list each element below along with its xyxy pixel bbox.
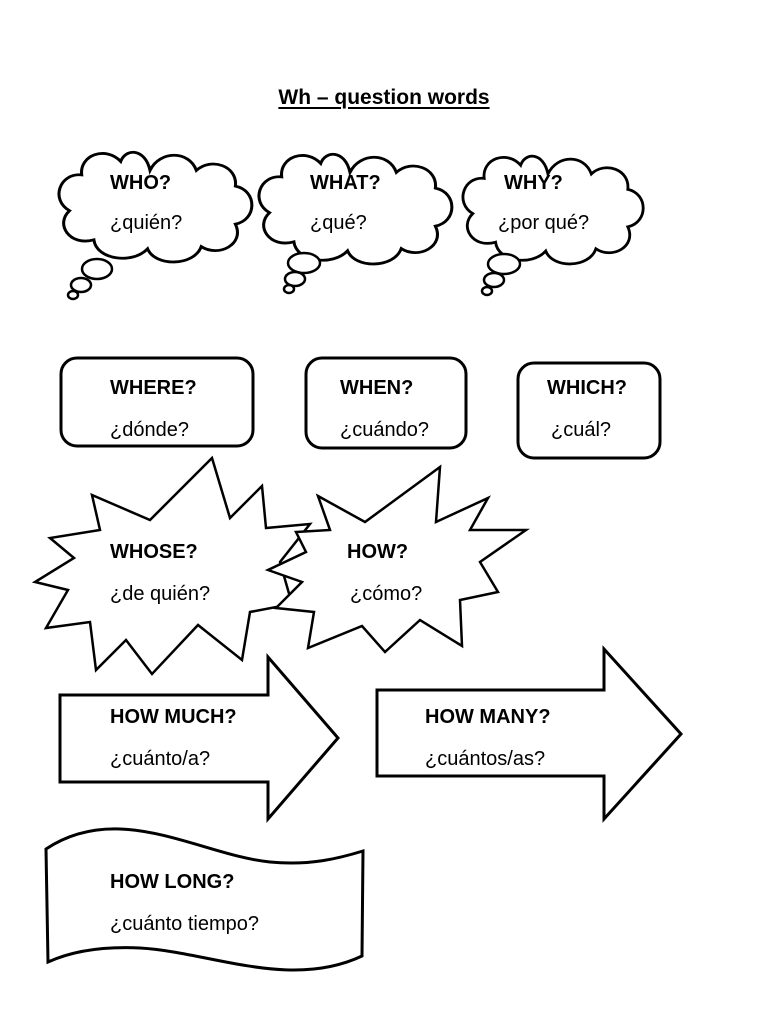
- card-why: WHY? ¿por qué?: [498, 171, 589, 235]
- spanish-word-what: ¿qué?: [310, 212, 367, 234]
- spanish-word-how: ¿cómo?: [350, 583, 423, 605]
- thought-cloud-what: [257, 152, 454, 295]
- page-title: Wh – question words: [278, 86, 490, 109]
- starburst-how: [264, 464, 530, 654]
- english-word-what: WHAT?: [310, 172, 381, 194]
- card-when: WHEN? ¿cuándo?: [340, 376, 429, 442]
- spanish-word-where: ¿dónde?: [110, 419, 189, 441]
- english-word-whose: WHOSE?: [110, 541, 198, 563]
- english-word-who: WHO?: [110, 172, 172, 194]
- box-when: [304, 356, 468, 450]
- spanish-word-how-long: ¿cuánto tiempo?: [110, 913, 259, 935]
- box-which: [516, 361, 662, 460]
- thought-cloud-who: [57, 150, 254, 301]
- spanish-word-which: ¿cuál?: [551, 419, 612, 441]
- english-word-when: WHEN?: [340, 377, 414, 399]
- english-word-where: WHERE?: [110, 377, 197, 399]
- english-word-how-many: HOW MANY?: [425, 706, 551, 728]
- arrow-how-many: [375, 645, 684, 823]
- english-word-how-long: HOW LONG?: [110, 871, 235, 893]
- card-which: WHICH? ¿cuál?: [547, 376, 627, 442]
- spanish-word-why: ¿por qué?: [498, 212, 590, 234]
- banner-how-long: [44, 827, 365, 972]
- spanish-word-whose: ¿de quién?: [110, 583, 211, 605]
- english-word-which: WHICH?: [547, 377, 627, 399]
- card-how-much: HOW MUCH? ¿cuánto/a?: [110, 705, 237, 771]
- card-where: WHERE? ¿dónde?: [110, 376, 197, 442]
- card-how: HOW? ¿cómo?: [347, 540, 422, 606]
- box-where: [59, 356, 255, 448]
- english-word-how: HOW?: [347, 541, 409, 563]
- thought-cloud-why: [461, 154, 645, 297]
- spanish-word-who: ¿quién?: [110, 212, 183, 234]
- card-how-many: HOW MANY? ¿cuántos/as?: [425, 705, 551, 771]
- spanish-word-when: ¿cuándo?: [340, 419, 429, 441]
- english-word-how-much: HOW MUCH?: [110, 706, 237, 728]
- arrow-how-much: [58, 652, 340, 824]
- card-what: WHAT? ¿qué?: [310, 171, 381, 235]
- card-who: WHO? ¿quién?: [110, 171, 182, 235]
- spanish-word-how-many: ¿cuántos/as?: [425, 748, 546, 770]
- card-whose: WHOSE? ¿de quién?: [110, 540, 210, 606]
- english-word-why: WHY?: [504, 172, 563, 194]
- card-how-long: HOW LONG? ¿cuánto tiempo?: [110, 870, 259, 936]
- starburst-whose: [31, 455, 313, 676]
- spanish-word-how-much: ¿cuánto/a?: [110, 748, 211, 770]
